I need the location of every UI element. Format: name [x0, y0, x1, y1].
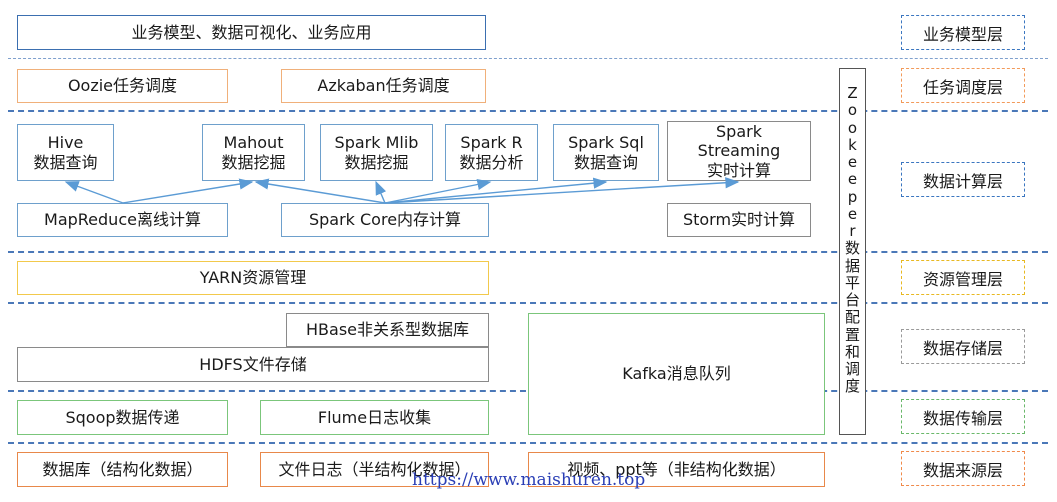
layer-resource-label: 资源管理层 [922, 269, 1003, 289]
sqoop-box: Sqoop数据传递 [17, 400, 228, 435]
layer-source: 数据来源层 [901, 451, 1025, 486]
layer-business: 业务模型层 [901, 15, 1025, 50]
kafka-box: Kafka消息队列 [528, 313, 825, 435]
spark-r-box: Spark R 数据分析 [445, 124, 538, 181]
layer-storage-label: 数据存储层 [922, 338, 1003, 358]
video-source-label: 视频、ppt等（非结构化数据） [567, 459, 786, 479]
business-app-label: 业务模型、数据可视化、业务应用 [131, 22, 372, 42]
spark-mllib-desc: 数据挖掘 [344, 152, 409, 172]
azkaban-box: Azkaban任务调度 [281, 69, 486, 103]
zk-char: 数 [844, 239, 860, 258]
zk-letter: e [847, 204, 858, 223]
spark-r-name: Spark R [460, 132, 523, 152]
zk-letter: p [847, 187, 858, 206]
zk-letter: Z [847, 84, 858, 102]
spark-streaming-name-2: Streaming [697, 141, 781, 161]
oozie-box: Oozie任务调度 [17, 69, 228, 103]
spark-streaming-desc: 实时计算 [706, 160, 771, 180]
mapreduce-label: MapReduce离线计算 [44, 210, 201, 229]
mahout-box: Mahout 数据挖掘 [202, 124, 305, 181]
spark-r-desc: 数据分析 [459, 152, 524, 172]
spark-sql-desc: 数据查询 [573, 152, 638, 172]
yarn-label: YARN资源管理 [199, 268, 307, 287]
flume-box: Flume日志收集 [260, 400, 489, 435]
arrow-mapreduce-hive [64, 181, 124, 204]
arrow-sparkcore-sparkr [384, 178, 492, 204]
database-source-label: 数据库（结构化数据） [42, 459, 203, 479]
zk-char: 平 [844, 273, 860, 292]
spark-mllib-box: Spark Mlib 数据挖掘 [320, 124, 433, 181]
log-source-label: 文件日志（半结构化数据） [278, 459, 471, 479]
zk-char: 台 [844, 291, 860, 309]
separator-1 [8, 58, 1048, 59]
spark-core-label: Spark Core内存计算 [308, 210, 462, 229]
watermark-url: https://www.maishuren.top [412, 470, 646, 490]
azkaban-label: Azkaban任务调度 [317, 76, 450, 95]
zk-letter: e [847, 170, 858, 189]
layer-business-label: 业务模型层 [922, 24, 1003, 44]
spark-streaming-box: Spark Streaming 实时计算 [667, 121, 811, 181]
separator-6 [8, 442, 1048, 444]
spark-mllib-name: Spark Mlib [334, 132, 419, 152]
storm-label: Storm实时计算 [682, 210, 796, 229]
separator-3 [8, 251, 1048, 253]
log-source-box: 文件日志（半结构化数据） [260, 452, 489, 487]
layer-schedule: 任务调度层 [901, 68, 1025, 103]
separator-2 [8, 110, 1048, 112]
spark-sql-name: Spark Sql [568, 132, 644, 152]
hdfs-box: HDFS文件存储 [17, 347, 489, 382]
zk-char: 置 [844, 325, 860, 344]
zk-char: 和 [844, 342, 860, 361]
arrow-sparkcore-mahout [254, 178, 386, 204]
zk-letter: o [847, 118, 858, 137]
mapreduce-box: MapReduce离线计算 [17, 203, 228, 237]
arrow-sparkcore-mllib [375, 180, 387, 204]
zk-char: 调 [844, 360, 860, 378]
business-app-box: 业务模型、数据可视化、业务应用 [17, 15, 486, 50]
hdfs-label: HDFS文件存储 [199, 354, 307, 374]
zk-letter: r [849, 222, 856, 240]
layer-compute-label: 数据计算层 [922, 171, 1003, 191]
flume-label: Flume日志收集 [317, 407, 432, 427]
video-source-box: 视频、ppt等（非结构化数据） [528, 452, 825, 487]
zk-char: 配 [844, 308, 860, 327]
zk-char: 据 [844, 256, 860, 275]
kafka-label: Kafka消息队列 [622, 364, 731, 383]
zk-letter: o [847, 101, 858, 120]
spark-core-box: Spark Core内存计算 [281, 203, 489, 237]
mahout-name: Mahout [223, 132, 284, 152]
mahout-desc: 数据挖掘 [221, 152, 286, 172]
database-source-box: 数据库（结构化数据） [17, 452, 228, 487]
layer-transfer: 数据传输层 [901, 399, 1025, 434]
spark-sql-box: Spark Sql 数据查询 [553, 124, 659, 181]
yarn-box: YARN资源管理 [17, 261, 489, 295]
zk-letter: k [848, 135, 857, 154]
hive-box: Hive 数据查询 [17, 124, 114, 181]
hive-desc: 数据查询 [33, 152, 98, 172]
arrow-mapreduce-mahout [122, 178, 254, 204]
oozie-label: Oozie任务调度 [67, 76, 178, 95]
arrow-sparkcore-streaming [384, 177, 740, 204]
zookeeper-box: Z o o k e e p e r 数 据 平 台 配 置 和 调 度 [839, 68, 866, 435]
storm-box: Storm实时计算 [667, 203, 811, 237]
layer-resource: 资源管理层 [901, 260, 1025, 295]
layer-compute: 数据计算层 [901, 162, 1025, 197]
spark-streaming-name-1: Spark [716, 122, 762, 142]
layer-transfer-label: 数据传输层 [922, 408, 1003, 428]
hbase-box: HBase非关系型数据库 [286, 313, 489, 347]
layer-source-label: 数据来源层 [922, 460, 1003, 480]
layer-storage: 数据存储层 [901, 329, 1025, 364]
hive-name: Hive [47, 132, 84, 152]
zk-char: 度 [844, 377, 860, 396]
hbase-label: HBase非关系型数据库 [306, 320, 469, 339]
separator-4 [8, 302, 1048, 304]
zk-letter: e [847, 153, 858, 171]
layer-schedule-label: 任务调度层 [922, 77, 1003, 97]
sqoop-label: Sqoop数据传递 [65, 407, 180, 427]
arrow-sparkcore-sparksql [384, 177, 608, 204]
